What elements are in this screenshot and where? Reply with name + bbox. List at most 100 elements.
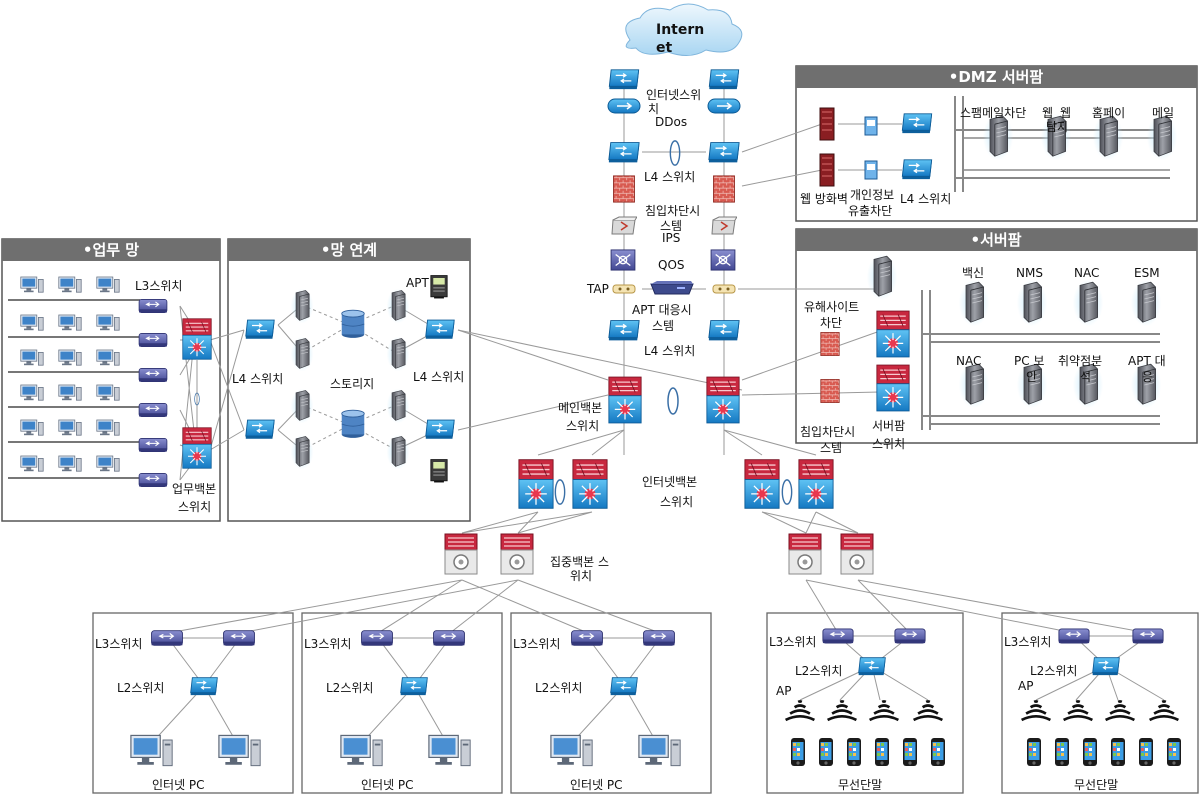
phone-icon [1055, 738, 1069, 766]
wireless-device-label: 무선단말 [1074, 778, 1118, 792]
work-l3-label: L3스위치 [135, 279, 182, 293]
wireless-net-2: L3스위치 L2스위치 AP 무선단말 [1004, 628, 1181, 792]
server-ips-label-2: 스템 [820, 441, 842, 455]
apt-response-server-icon [1130, 361, 1162, 409]
server-row2-label: 취약점분 [1058, 353, 1102, 368]
server-icon [386, 388, 410, 424]
ddos-label: DDos [655, 115, 687, 129]
vaccine-server-icon [958, 279, 990, 327]
dmz-l4-switch-icon [901, 159, 933, 180]
link-l4-right-label: L4 스위치 [413, 370, 464, 384]
nms-server-icon [1016, 279, 1048, 327]
dmz-server-label: 메일 [1152, 106, 1174, 120]
dmz-server-label: 웹 [1060, 106, 1071, 120]
l3-label: L3스위치 [769, 635, 816, 649]
server-icon [386, 288, 410, 324]
zone-server-title: •서버팜 [971, 231, 1022, 249]
wireless-net-1: L3스위치 L2스위치 AP 무선단말 [769, 628, 945, 792]
ddos-icon [707, 98, 741, 114]
subnet-1: L3스위치 L2스위치 인터넷 PC [95, 630, 261, 792]
l2-label: L2스위치 [1030, 664, 1077, 678]
l3-router-icon [570, 630, 604, 646]
internet-backbone-switch-icon [572, 459, 608, 509]
pii-block-icon [864, 116, 878, 136]
l2-label: L2스위치 [326, 681, 373, 695]
phone-icon [1139, 738, 1153, 766]
zone-link-net: •망 연계 [227, 238, 471, 522]
link-l4-left-label: L4 스위치 [232, 372, 283, 386]
internet-backbone-switch-icon [744, 459, 780, 509]
server-row2-label-2: 석 [1080, 370, 1091, 384]
pc-label: 인터넷 PC [361, 778, 414, 792]
harmful-site-block-icon [820, 332, 840, 356]
link-ring-icon [781, 479, 793, 505]
qos-icon [710, 249, 736, 271]
internet-switch-icon [608, 69, 640, 90]
link-ring-icon [667, 387, 679, 415]
l4-switch-icon [708, 319, 740, 342]
server-row2-label: APT 대 [1128, 354, 1166, 368]
server-icon [290, 336, 314, 372]
internet-label-2: et [656, 40, 672, 56]
l3-router-icon [138, 437, 168, 453]
spam-server-icon [982, 113, 1014, 161]
l3-router-icon [222, 630, 256, 646]
qos-icon [610, 249, 636, 271]
dist-backbone-label-2: 위치 [570, 569, 592, 583]
l3-router-icon [894, 628, 926, 644]
storage-label: 스토리지 [330, 377, 374, 391]
main-backbone-label-2: 스위치 [566, 419, 599, 433]
dmz-server-label: 웹 [1042, 106, 1053, 120]
ap-label: AP [1018, 679, 1033, 693]
link-ring-icon [669, 140, 681, 166]
dmz-server-label: 스팸메일차단 [960, 106, 1026, 120]
l3-label: L3스위치 [1004, 635, 1051, 649]
work-backbone-switch-icon [182, 427, 212, 469]
phone-icon [1111, 738, 1125, 766]
zone-work-net: •업무 망 [1, 238, 221, 522]
l3-label: L3스위치 [95, 637, 142, 651]
phone-icon [875, 738, 889, 766]
internet-cloud-icon [625, 3, 743, 56]
pc-security-server-icon [1016, 361, 1048, 409]
wireless-device-label: 무선단말 [838, 778, 882, 792]
subnet-2: L3스위치 L2스위치 인터넷 PC [304, 630, 471, 792]
internet-backbone-switch-icon [798, 459, 834, 509]
storage-icon [341, 409, 365, 439]
main-backbone-switch-icon [608, 376, 642, 424]
l3-router-icon [642, 630, 676, 646]
work-net-pc-rows: L3스위치 업무백본 스위치 [8, 276, 216, 514]
l2-switch-icon [858, 657, 886, 676]
inet-backbone-label-1: 인터넷백본 [642, 475, 697, 489]
server-row1-label: NMS [1016, 266, 1043, 280]
qos-label: QOS [658, 258, 685, 272]
server-icon [290, 388, 314, 424]
work-backbone-label-2: 스위치 [178, 500, 211, 514]
l4-switch-icon [425, 319, 455, 340]
server-row2-label-2: 안 [1026, 370, 1037, 384]
phone-icon [819, 738, 833, 766]
harmful-label-1: 유해사이트 [804, 300, 859, 314]
pii-block-icon [864, 160, 878, 180]
esm-server-icon [1130, 279, 1162, 327]
server-row2-label-2: 응 [1142, 370, 1153, 384]
apt-appliance-icon [650, 280, 694, 295]
nac-server-icon [1072, 279, 1104, 327]
dmz-l4-switch-icon [901, 113, 933, 134]
firewall-icon [713, 175, 735, 203]
apt-terminal-icon [430, 275, 448, 299]
zone-link-title: •망 연계 [321, 241, 377, 259]
l2-label: L2스위치 [117, 681, 164, 695]
phone-icon [931, 738, 945, 766]
zone-work-title: •업무 망 [83, 241, 139, 259]
inet-switch-label-1: 인터넷스위 [646, 88, 701, 102]
distribution-switch-icon [444, 533, 478, 575]
server-row2-label: NAC [956, 354, 981, 368]
internet-switch-icon [708, 69, 740, 90]
work-backbone-switch-icon [182, 318, 212, 360]
internet-backbone-switch-icon [518, 459, 554, 509]
server-icon [386, 336, 410, 372]
dist-backbone-label-1: 집중백본 스 [550, 555, 609, 569]
storage-icon [341, 309, 365, 339]
